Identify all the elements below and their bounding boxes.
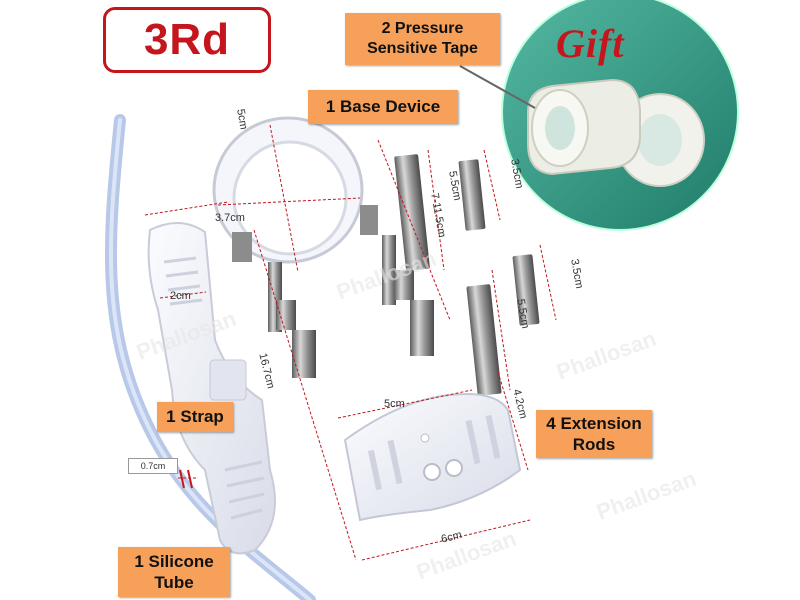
strap (147, 222, 276, 555)
gift-label: Gift (556, 21, 625, 66)
base-device (212, 116, 434, 378)
svg-text:Phallosan: Phallosan (413, 526, 519, 585)
dim-ring-width: 3.7cm (215, 212, 245, 224)
callout-tape-line1: 2 Pressure (381, 20, 464, 37)
version-badge: 3Rd (103, 7, 271, 73)
extension-rods (394, 154, 540, 396)
callout-tape-line2: Sensitive Tape (367, 40, 478, 57)
dim-strap-width: 2cm (170, 290, 191, 302)
dim-tube-diameter: 0.7cm (128, 458, 178, 474)
callout-tube-line1: 1 Silicone (134, 552, 214, 571)
callout-pressure-tape: 2 Pressure Sensitive Tape (345, 13, 500, 65)
callout-base-device: 1 Base Device (308, 90, 458, 124)
dim-base-width: 5cm (384, 398, 405, 410)
callout-extension-rods: 4 Extension Rods (536, 410, 652, 458)
base-plate (343, 393, 522, 522)
callout-tube-line2: Tube (154, 573, 194, 592)
gift-tape-rolls (501, 0, 739, 231)
callout-rods-line2: Rods (572, 435, 616, 454)
svg-text:Phallosan: Phallosan (593, 466, 699, 525)
callout-strap: 1 Strap (157, 402, 233, 432)
callout-silicone-tube: 1 Silicone Tube (118, 547, 230, 597)
callout-rods-line1: 4 Extension (546, 414, 642, 433)
measurement-lines (144, 124, 557, 561)
tape-pointer (459, 65, 536, 109)
svg-text:Phallosan: Phallosan (553, 326, 659, 385)
